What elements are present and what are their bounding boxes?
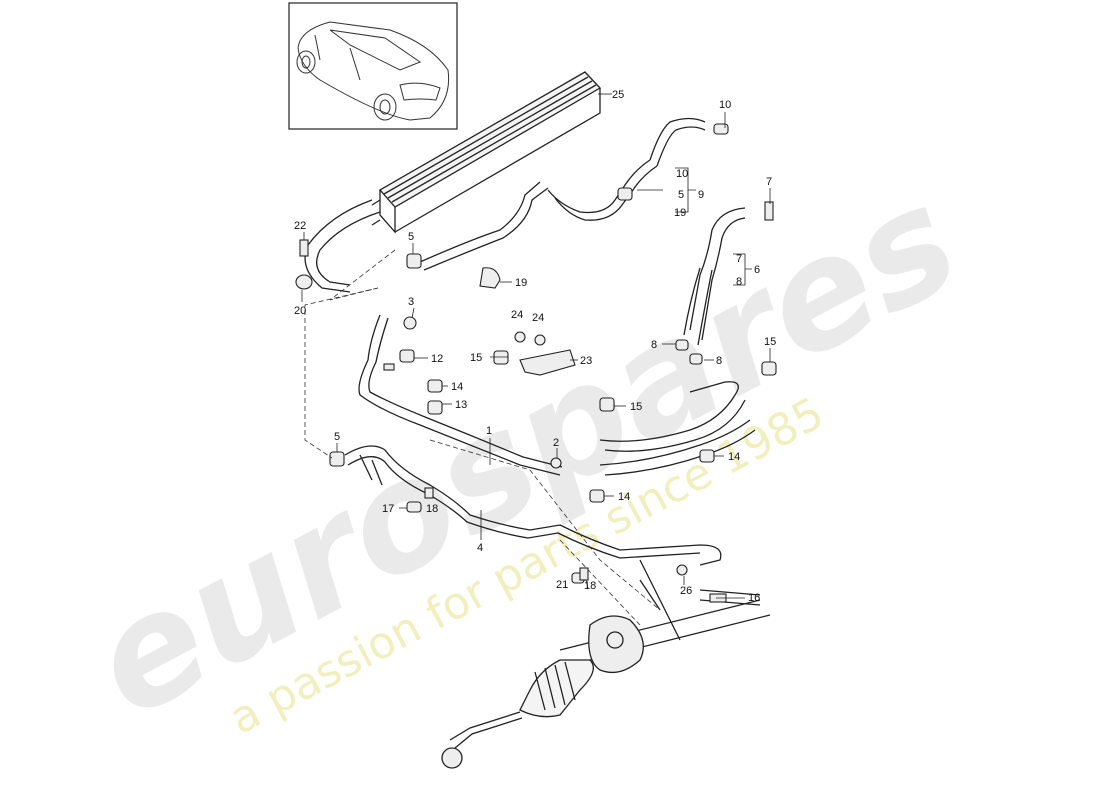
bush-14c-icon xyxy=(589,489,605,503)
screw-18a-icon xyxy=(424,487,434,499)
callout-18-lower: 18 xyxy=(584,580,596,592)
callout-16: 16 xyxy=(748,592,760,604)
clip-19-icon xyxy=(479,267,501,289)
nut-15a-icon xyxy=(493,350,509,365)
clip-8a-icon xyxy=(675,339,689,351)
steering-rack xyxy=(441,559,771,769)
callout-1: 1 xyxy=(486,425,492,437)
clip-5c-icon xyxy=(329,451,345,467)
bracket-23-icon xyxy=(519,349,576,376)
hose-lines xyxy=(304,117,756,566)
car-icon xyxy=(296,21,450,121)
screw-18b-icon xyxy=(579,567,589,581)
clip-8b-icon xyxy=(689,353,703,365)
callout-6: 6 xyxy=(754,264,760,276)
oring-26-icon xyxy=(676,564,688,576)
nut-24b-icon xyxy=(534,334,546,346)
callout-15-left: 15 xyxy=(470,352,482,364)
callout-13: 13 xyxy=(455,399,467,411)
bush-14b-icon xyxy=(699,449,715,463)
clamp-17-icon xyxy=(406,501,422,513)
callout-24-left: 24 xyxy=(511,309,523,321)
callout-8-group: 8 xyxy=(736,276,742,288)
callout-7-top: 7 xyxy=(766,176,772,188)
watermark-brand: eurospares xyxy=(65,153,984,752)
callout-14-lower: 14 xyxy=(618,491,630,503)
callout-5-upper: 5 xyxy=(408,231,414,243)
bush-14-icon xyxy=(427,379,443,393)
callouts: 25 10 10 5 9 19 7 7 6 8 8 8 15 15 14 14 … xyxy=(294,89,776,604)
callout-14-left: 14 xyxy=(451,381,463,393)
callout-4: 4 xyxy=(477,542,483,554)
nut-15b-icon xyxy=(599,397,615,412)
oring-2-icon xyxy=(550,457,562,469)
callout-5-group: 5 xyxy=(678,189,684,201)
callout-9: 9 xyxy=(698,189,704,201)
callout-8-right: 8 xyxy=(716,355,722,367)
callout-3: 3 xyxy=(408,296,414,308)
callout-8-left: 8 xyxy=(651,339,657,351)
oring-3-icon xyxy=(403,316,417,330)
oil-cooler xyxy=(371,71,602,234)
callout-15-right: 15 xyxy=(764,336,776,348)
callout-19-group: 19 xyxy=(674,207,686,219)
callout-26: 26 xyxy=(680,585,692,597)
clamp-20-icon xyxy=(295,274,313,290)
screw-12-icon xyxy=(383,363,395,371)
callout-5-lower: 5 xyxy=(334,431,340,443)
clip-19b-icon xyxy=(617,187,633,201)
nut-15c-icon xyxy=(761,361,777,376)
bolt-22-icon xyxy=(299,239,309,257)
callout-19: 19 xyxy=(515,277,527,289)
callout-17: 17 xyxy=(382,503,394,515)
callout-14-right: 14 xyxy=(728,451,740,463)
callout-20: 20 xyxy=(294,305,306,317)
callout-18-left: 18 xyxy=(426,503,438,515)
callout-22: 22 xyxy=(294,220,306,232)
callout-2: 2 xyxy=(553,437,559,449)
clip-5a-icon xyxy=(406,253,422,269)
callout-7: 7 xyxy=(736,253,742,265)
callout-25: 25 xyxy=(612,89,624,101)
vehicle-thumbnail xyxy=(288,2,458,130)
nut-24a-icon xyxy=(514,331,526,343)
clip-7-icon xyxy=(764,201,774,221)
clip-12-icon xyxy=(399,349,415,363)
leader-lines xyxy=(301,93,771,599)
callout-12: 12 xyxy=(431,353,443,365)
callout-23: 23 xyxy=(580,355,592,367)
clip-10a-icon xyxy=(713,123,729,135)
callout-24-right: 24 xyxy=(532,312,544,324)
dashed-guides xyxy=(304,249,661,626)
watermark: eurospares a passion for parts since 198… xyxy=(65,153,984,752)
callout-10-top: 10 xyxy=(719,99,731,111)
clamp-13-icon xyxy=(427,400,443,415)
callout-10: 10 xyxy=(676,168,688,180)
callout-21: 21 xyxy=(556,579,568,591)
callout-15-mid: 15 xyxy=(630,401,642,413)
